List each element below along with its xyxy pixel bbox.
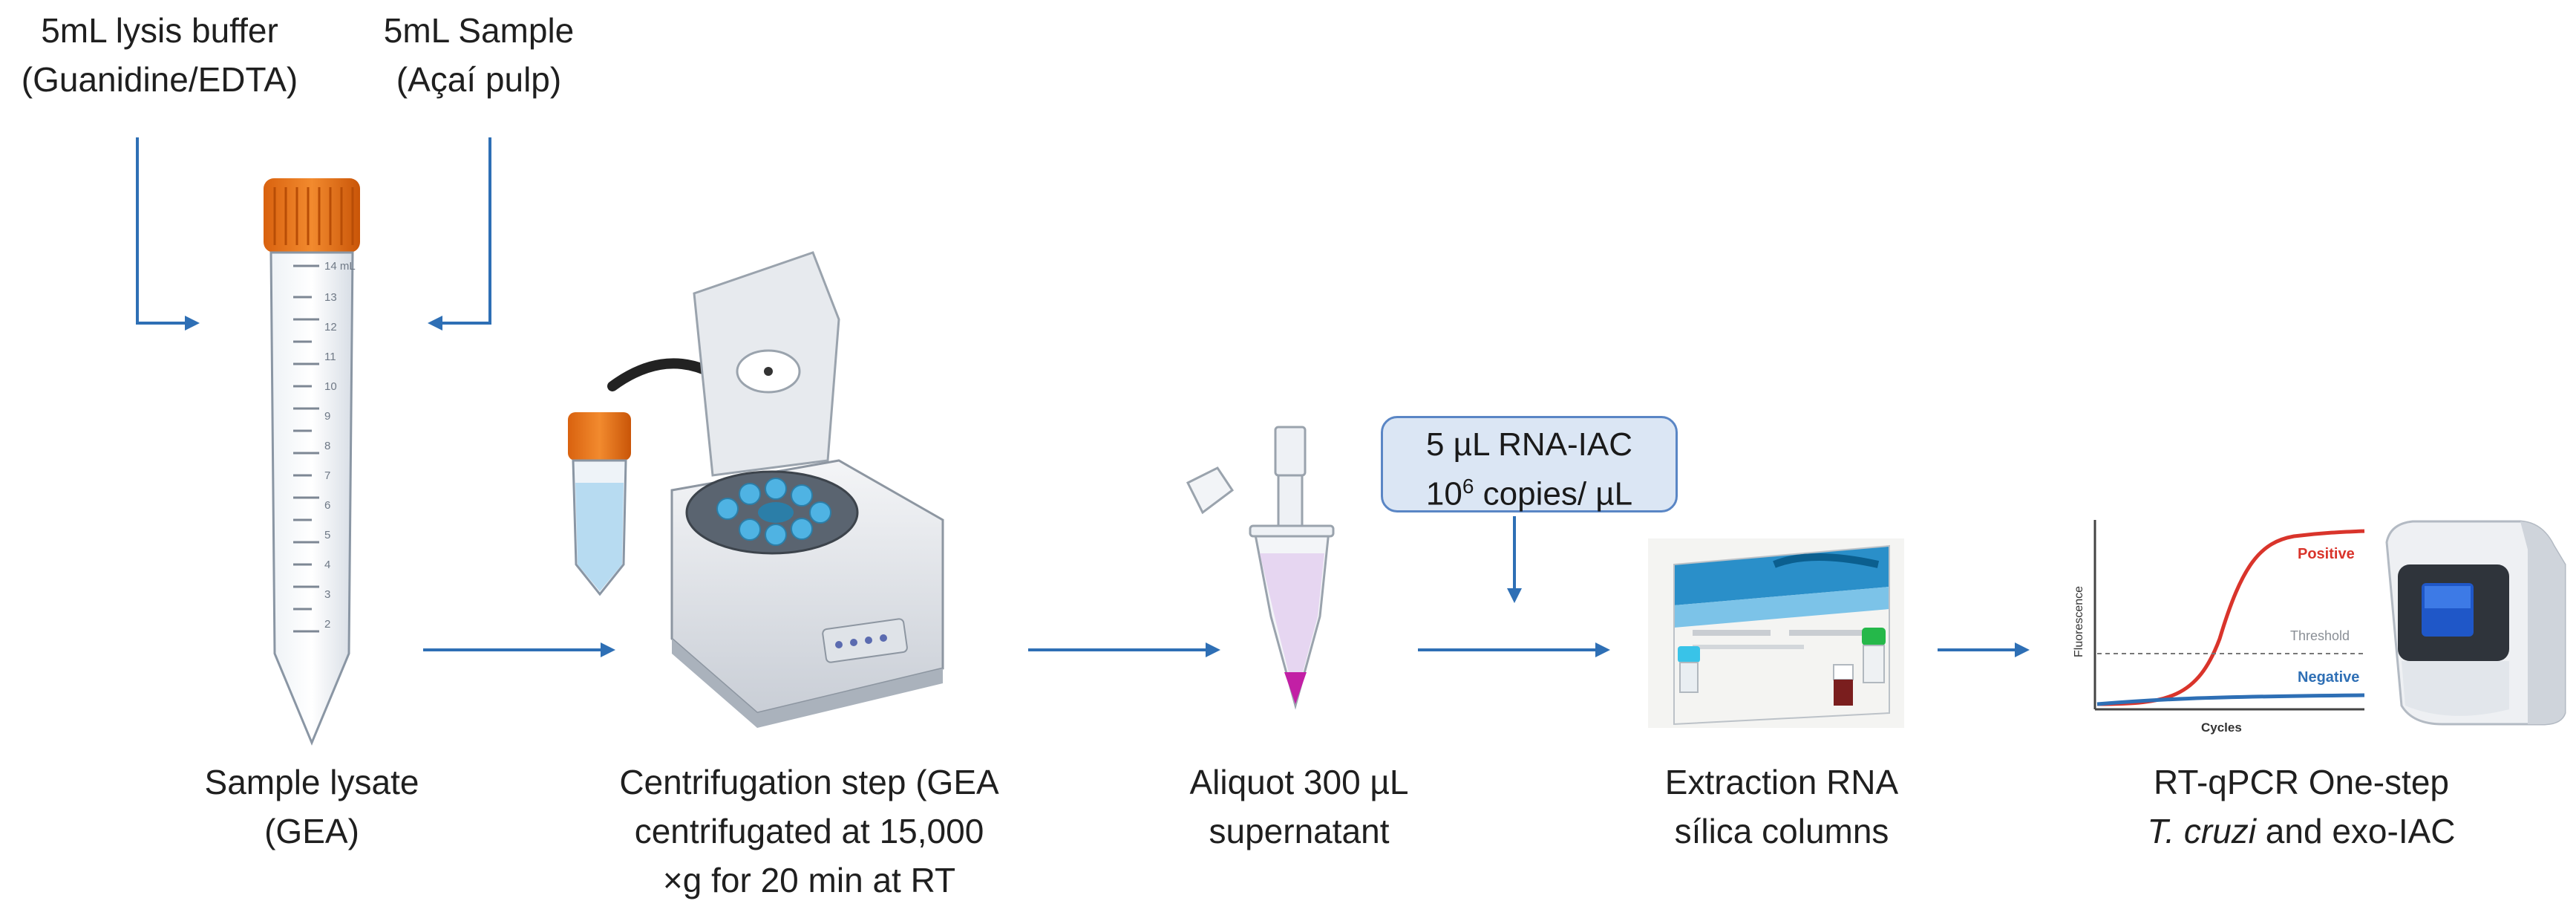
negative-curve bbox=[2096, 693, 2365, 706]
tube-scale-label: 11 bbox=[324, 351, 336, 363]
sample-arrow bbox=[428, 137, 491, 331]
tube-scale-label: 14 mL bbox=[324, 260, 356, 273]
tube-scale-label: 2 bbox=[324, 618, 330, 631]
qpcr-machine-icon bbox=[2385, 520, 2566, 726]
step-caption-sample-lysate: Sample lysate (GEA) bbox=[204, 763, 419, 850]
sample-label: 5mL Sample (Açaí pulp) bbox=[383, 11, 575, 99]
chart-xlabel: Cycles bbox=[2201, 720, 2242, 735]
lysis-buffer-arrow bbox=[136, 137, 200, 331]
tube-scale-label: 6 bbox=[324, 499, 330, 512]
positive-curve bbox=[2096, 529, 2365, 706]
tube-scale-label: 5 bbox=[324, 529, 330, 541]
tube-scale-label: 13 bbox=[324, 291, 337, 304]
tube-scale-label: 8 bbox=[324, 440, 330, 452]
extraction-kit-icon bbox=[1648, 538, 1904, 728]
falcon-tube-icon: 14 mL 13 12 11 10 9 8 7 6 5 4 3 2 bbox=[264, 178, 360, 746]
chart-ylabel: Fluorescence bbox=[2073, 586, 2085, 657]
positive-label: Positive bbox=[2298, 546, 2355, 562]
tube-scale-label: 3 bbox=[324, 588, 330, 601]
tube-scale-label: 4 bbox=[324, 559, 330, 571]
tube-scale-label: 7 bbox=[324, 469, 330, 482]
centrifuge-icon bbox=[670, 251, 944, 728]
step-caption-rt-qpcr: RT-qPCR One-step T. cruzi and exo-IAC bbox=[2147, 763, 2456, 850]
pipette-microtube-icon bbox=[1186, 426, 1335, 710]
amplification-chart bbox=[2093, 520, 2365, 711]
step-caption-centrifugation: Centrifugation step (GEA centrifugated a… bbox=[619, 763, 999, 899]
step-caption-aliquot: Aliquot 300 µL supernatant bbox=[1189, 763, 1409, 850]
small-tube-icon bbox=[568, 412, 631, 596]
lysis-buffer-label: 5mL lysis buffer (Guanidine/EDTA) bbox=[21, 11, 298, 99]
tube-scale-label: 9 bbox=[324, 410, 330, 423]
step-caption-extraction: Extraction RNA sílica columns bbox=[1664, 763, 1899, 850]
negative-label: Negative bbox=[2298, 669, 2359, 686]
tube-scale-label: 10 bbox=[324, 380, 337, 393]
tube-scale-label: 12 bbox=[324, 321, 337, 333]
rna-iac-box: 5 µL RNA-IAC 106 copies/ µL bbox=[1381, 416, 1678, 512]
threshold-label: Threshold bbox=[2290, 628, 2350, 643]
